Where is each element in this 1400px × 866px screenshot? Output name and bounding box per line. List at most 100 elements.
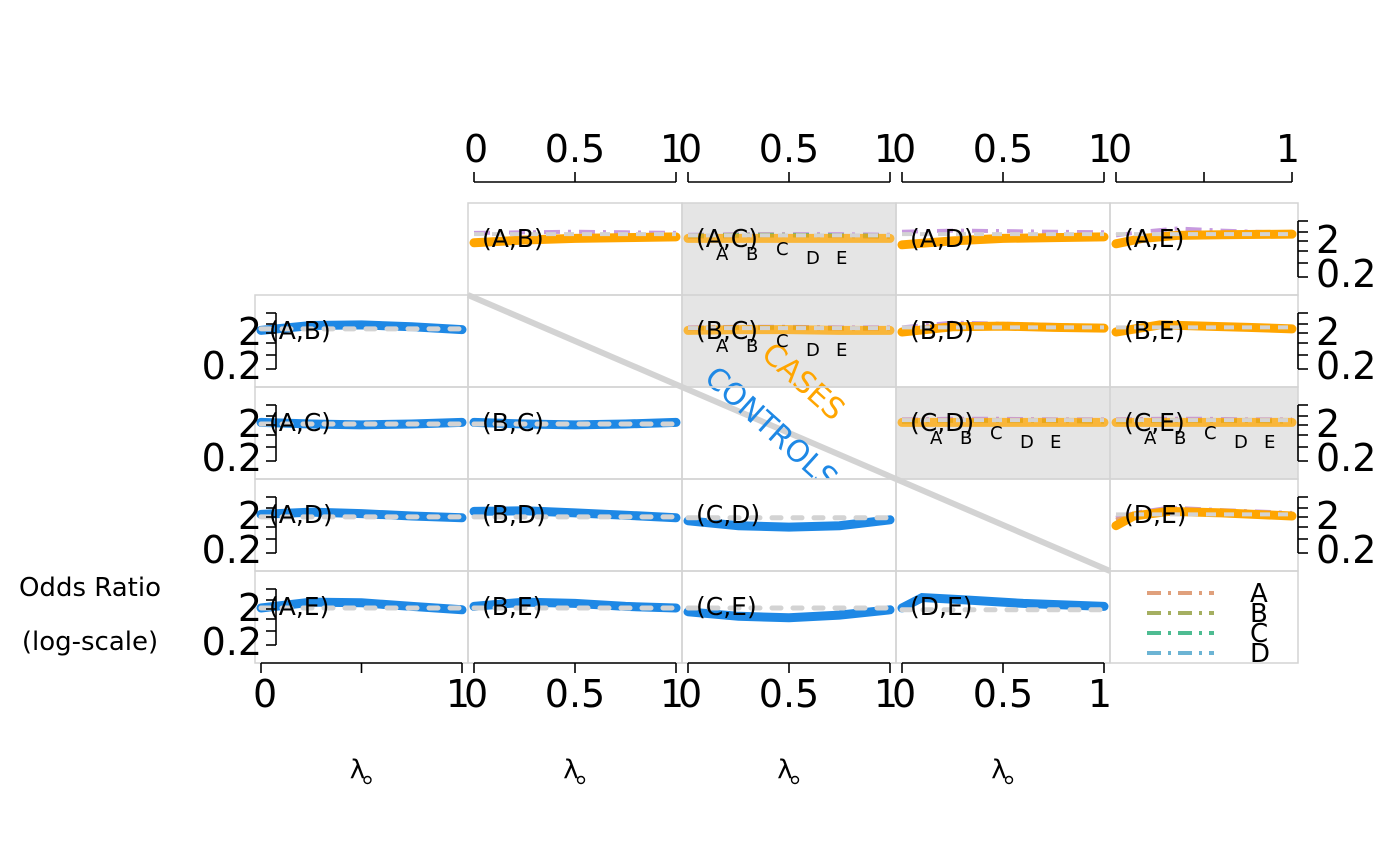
x-tick-label: 1 <box>1276 127 1300 171</box>
panel-label: (C,E) <box>1124 408 1185 437</box>
lambda-subscript-icon <box>1004 775 1014 785</box>
panel-label: (C,D) <box>910 408 974 437</box>
panel-label: (A,C) <box>696 224 758 253</box>
y-axis-left-3: 20.2 <box>202 494 277 572</box>
sublabel-c: C <box>776 331 789 352</box>
x-tick-label: 1 <box>1088 672 1112 716</box>
sublabel-c: C <box>1204 423 1217 444</box>
panel-label: (B,D) <box>482 500 546 529</box>
x-tick-label: 1 <box>660 127 684 171</box>
sublabel-d: D <box>806 340 820 361</box>
panel-controls-14 <box>683 515 895 532</box>
y-axis-right-0: 20.2 <box>1297 218 1376 296</box>
sublabel-a: A <box>716 336 729 357</box>
y-axis-title-line-1: Odds Ratio <box>19 573 161 603</box>
x-tick-label: 0 <box>1108 127 1132 171</box>
x-axis-title: λ <box>563 755 578 785</box>
y-tick-label: 0.2 <box>1316 252 1376 296</box>
legend-label: B <box>1250 599 1268 629</box>
sublabel-d: D <box>1020 432 1034 453</box>
x-tick-label: 1 <box>446 672 470 716</box>
x-tick-label: 1 <box>874 672 898 716</box>
panel-label: (A,D) <box>269 500 333 529</box>
panel-cases-2 <box>897 228 1109 250</box>
panel-controls-4 <box>256 320 467 335</box>
panel-controls-19 <box>897 592 1109 613</box>
x-tick-label: 0 <box>464 127 488 171</box>
panel-cases-6 <box>897 320 1109 337</box>
panel-controls-12 <box>256 507 467 523</box>
y-axis-title: Odds Ratio (log-scale) <box>19 573 161 657</box>
y-axis-right-1: 20.2 <box>1297 310 1376 388</box>
sublabel-b: B <box>1174 428 1186 449</box>
panel-cases-15 <box>1111 505 1297 531</box>
x-tick-label: 0.5 <box>759 127 819 171</box>
controls-curve <box>683 605 895 623</box>
x-tick-label: 1 <box>660 672 684 716</box>
panel-cases-0 <box>469 229 681 248</box>
sublabel-d: D <box>806 248 820 269</box>
panel-controls-8 <box>256 417 467 430</box>
x-tick-label: 0 <box>892 672 916 716</box>
panel-highlight-bg <box>682 295 896 387</box>
y-tick-label: 2 <box>1316 494 1340 538</box>
y-tick-label: 2 <box>238 494 262 538</box>
y-tick-label: 0.2 <box>202 528 262 572</box>
controls-curve <box>897 592 1109 613</box>
sublabel-a: A <box>716 244 729 265</box>
sublabel-e: E <box>1264 432 1275 453</box>
x-tick-label: 1 <box>1088 127 1112 171</box>
lambda-subscript-icon <box>576 775 586 785</box>
legend-item-b: B <box>1147 599 1268 629</box>
panel-label: (A,E) <box>1124 224 1184 253</box>
sublabel-d: D <box>1234 432 1248 453</box>
y-tick-label: 2 <box>238 586 262 630</box>
x-tick-label: 1 <box>874 127 898 171</box>
cases-curve <box>469 232 681 248</box>
y-axis-title-line-2: (log-scale) <box>22 627 158 657</box>
legend-label: C <box>1250 619 1268 649</box>
y-tick-label: 2 <box>1316 310 1340 354</box>
panel-label: (B,C) <box>696 316 758 345</box>
y-tick-label: 0.2 <box>202 620 262 664</box>
lambda-subscript-icon <box>363 775 372 785</box>
panel-label: (A,B) <box>269 316 331 345</box>
cases-curve <box>683 325 895 335</box>
panel-controls-18 <box>683 605 895 623</box>
panel-label: (A,E) <box>269 592 329 621</box>
panel-controls-13 <box>469 506 681 523</box>
panel-label: (D,E) <box>1124 500 1187 529</box>
legend-label: D <box>1250 639 1270 669</box>
x-tick-label: 0 <box>464 672 488 716</box>
cases-curve <box>897 232 1109 250</box>
y-tick-label: 0.2 <box>1316 344 1376 388</box>
panel-label: (B,E) <box>482 592 542 621</box>
panel-label: (A,D) <box>910 224 974 253</box>
panel-cases-7 <box>1111 320 1297 337</box>
panel-controls-16 <box>256 597 467 615</box>
sublabel-a: A <box>1144 428 1157 449</box>
y-tick-label: 0.2 <box>1316 528 1376 572</box>
x-tick-label: 0.5 <box>973 672 1033 716</box>
panel-borders <box>254 202 1299 664</box>
x-tick-label: 0.5 <box>545 127 605 171</box>
sublabel-b: B <box>960 428 972 449</box>
panel-cases-1 <box>683 232 895 243</box>
panel-label: (C,D) <box>696 500 760 529</box>
sublabel-e: E <box>1050 432 1061 453</box>
panel-highlight-bg <box>896 387 1110 479</box>
x-axis-title: λ <box>991 755 1006 785</box>
sublabel-a: A <box>930 428 943 449</box>
panel-label: (B,C) <box>482 408 544 437</box>
panel-cases-10 <box>897 416 1109 427</box>
x-tick-label: 0 <box>253 672 277 716</box>
y-tick-label: 2 <box>238 402 262 446</box>
y-axis-right-3: 20.2 <box>1297 494 1376 572</box>
sublabel-e: E <box>836 340 847 361</box>
